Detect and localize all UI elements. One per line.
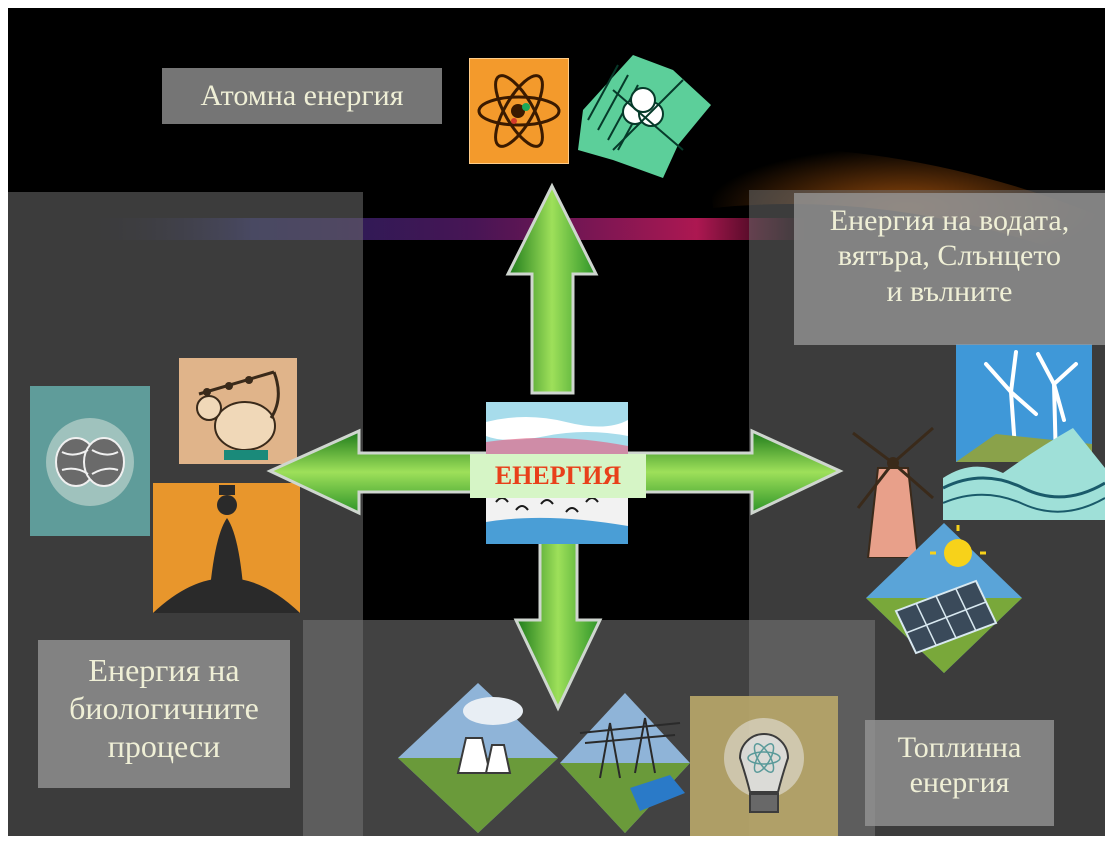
power-lines-icon (560, 693, 690, 833)
renewable-label-line-1: Енергия на водата, (829, 204, 1070, 237)
thermal-label-line-1: Топлинна (897, 731, 1022, 764)
renewable-energy-label: Енергия на водата, вятъра, Слънцето и въ… (794, 193, 1105, 345)
windmill-icon (838, 418, 948, 558)
arrow-left (266, 428, 488, 516)
biological-energy-label: Енергия на биологичните процеси (38, 640, 290, 788)
arrow-right (626, 428, 844, 516)
power-plant-icon (398, 683, 558, 833)
waves-icon (943, 428, 1105, 520)
arrow-down (513, 538, 603, 712)
arrows (266, 182, 844, 712)
slide: ЕНЕРГИЯ Атомна енергия Енергия на водата… (8, 8, 1105, 836)
atomic-energy-label: Атомна енергия (162, 68, 442, 124)
lifter-silhouette-icon (153, 483, 300, 613)
molecule-icon (573, 50, 713, 180)
renewable-label-line-2: вятъра, Слънцето (837, 239, 1062, 273)
thermal-energy-label: Топлинна енергия (865, 720, 1054, 826)
renewable-label-line-3: и вълните (886, 274, 1013, 308)
solar-panel-icon (866, 523, 1022, 673)
biological-label-line-3: процеси (107, 727, 221, 764)
biological-label-line-1: Енергия на (88, 652, 240, 688)
thermal-label-line-2: енергия (909, 766, 1010, 800)
strongman-icon (179, 358, 297, 464)
brain-icon (30, 386, 150, 536)
atom-icon (469, 58, 569, 164)
lightbulb-icon (690, 696, 838, 836)
center-energy-label: ЕНЕРГИЯ (470, 454, 646, 498)
biological-label-line-2: биологичните (69, 689, 259, 726)
arrow-up (505, 182, 599, 395)
